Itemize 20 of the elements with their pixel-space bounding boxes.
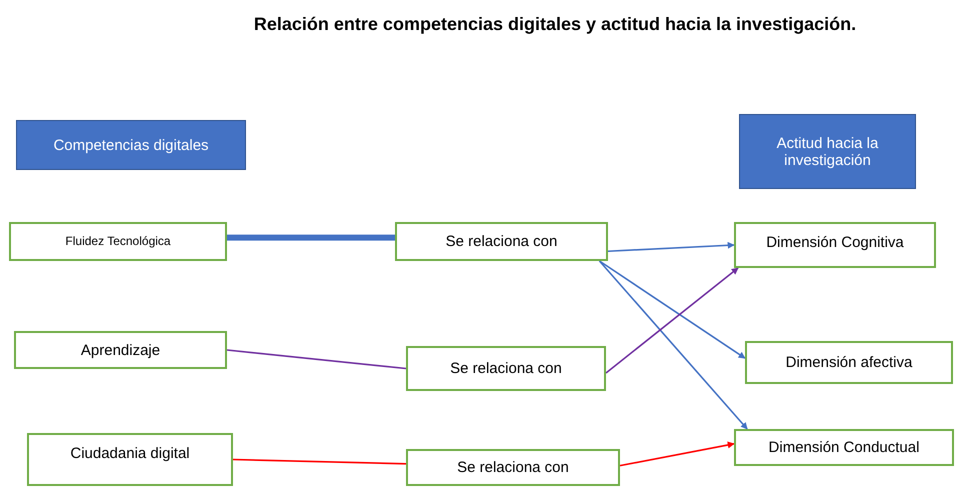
relation-box: Se relaciona con [395,222,608,261]
arrow [620,442,735,466]
diagram-title: Relación entre competencias digitales y actitud hacia la investigación. [252,14,858,35]
dimension-box: Dimensión afectiva [745,341,953,384]
connector-line [226,349,406,370]
header-box: Actitud hacia la investigación [739,114,916,189]
concept-box: Fluidez Tecnológica [9,222,227,261]
dimension-box: Dimensión Conductual [734,429,954,466]
connector-line [232,458,406,465]
connector-line [227,234,395,241]
arrow [598,260,748,430]
dimension-box: Dimensión Cognitiva [734,222,936,268]
concept-box: Ciudadania digital [27,433,233,486]
arrow [599,260,746,359]
concept-box: Aprendizaje [14,331,227,369]
relation-box: Se relaciona con [406,449,620,486]
relation-box: Se relaciona con [406,346,606,391]
header-box: Competencias digitales [16,120,246,170]
arrow [608,242,735,252]
arrow [606,267,739,374]
